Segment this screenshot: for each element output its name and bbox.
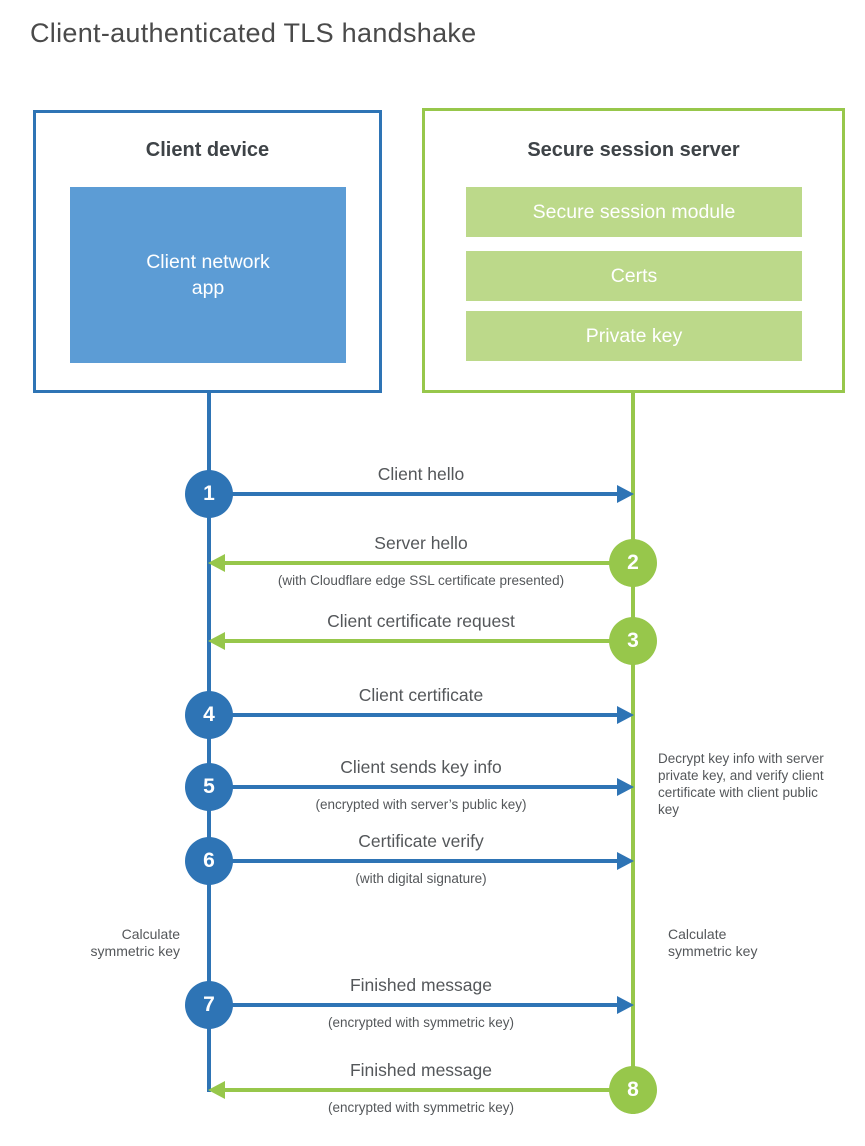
- step-sublabel: (encrypted with server’s public key): [315, 797, 527, 812]
- client-box-title: Client device: [145, 139, 270, 161]
- arrow-shaft: [225, 639, 633, 643]
- arrowhead-left-icon: [208, 1081, 225, 1099]
- step-number-badge: 4: [185, 691, 233, 739]
- server-module-secure-session: Secure session module: [466, 187, 802, 237]
- arrowhead-left-icon: [208, 632, 225, 650]
- server-module-private-key: Private key: [466, 311, 802, 361]
- step-number-badge: 2: [609, 539, 657, 587]
- step-number-badge: 6: [185, 837, 233, 885]
- step-label: Client certificate request: [327, 611, 515, 631]
- step-number-badge: 8: [609, 1066, 657, 1114]
- server-decrypt-note: Decrypt key info with server private key…: [658, 751, 824, 817]
- page-title: Client-authenticated TLS handshake: [30, 18, 477, 48]
- arrowhead-right-icon: [617, 996, 634, 1014]
- step-label: Client sends key info: [340, 757, 502, 777]
- arrow-shaft: [225, 1088, 633, 1092]
- step-label: Server hello: [374, 533, 468, 553]
- client-network-app-module: Client network app: [70, 187, 346, 363]
- step-sublabel: (with Cloudflare edge SSL certificate pr…: [277, 573, 565, 588]
- client-lifeline: [207, 392, 211, 1092]
- step-label: Certificate verify: [358, 831, 484, 851]
- arrow-shaft: [209, 492, 617, 496]
- server-calculate-symmetric-key-note: Calculate symmetric key: [668, 926, 758, 960]
- step-label: Finished message: [349, 975, 493, 995]
- step-label: Client hello: [377, 464, 465, 484]
- step-number-badge: 1: [185, 470, 233, 518]
- server-module-certs: Certs: [466, 251, 802, 301]
- arrowhead-right-icon: [617, 485, 634, 503]
- arrowhead-right-icon: [617, 852, 634, 870]
- step-number-badge: 3: [609, 617, 657, 665]
- step-number-badge: 7: [185, 981, 233, 1029]
- step-sublabel: (with digital signature): [355, 871, 487, 886]
- server-lifeline: [631, 392, 635, 1114]
- server-box-title: Secure session server: [527, 139, 740, 161]
- step-label: Client certificate: [358, 685, 484, 705]
- step-label: Finished message: [349, 1060, 493, 1080]
- client-calculate-symmetric-key-note: Calculate symmetric key: [90, 926, 180, 960]
- arrow-shaft: [209, 785, 617, 789]
- arrow-shaft: [209, 713, 617, 717]
- arrow-shaft: [209, 859, 617, 863]
- arrow-shaft: [225, 561, 633, 565]
- arrowhead-left-icon: [208, 554, 225, 572]
- step-number-badge: 5: [185, 763, 233, 811]
- arrowhead-right-icon: [617, 706, 634, 724]
- arrow-shaft: [209, 1003, 617, 1007]
- step-sublabel: (encrypted with symmetric key): [327, 1015, 515, 1030]
- arrowhead-right-icon: [617, 778, 634, 796]
- step-sublabel: (encrypted with symmetric key): [327, 1100, 515, 1115]
